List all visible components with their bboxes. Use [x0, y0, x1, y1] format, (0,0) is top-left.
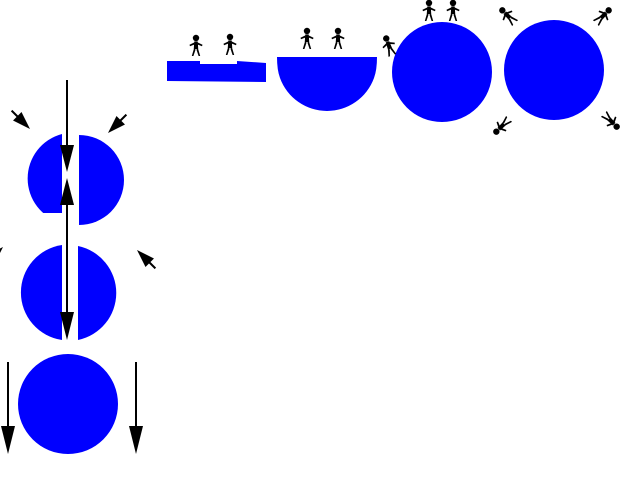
- person-icon: [599, 109, 624, 134]
- arrow-down-icon: [1, 426, 15, 454]
- person-icon: [422, 0, 436, 22]
- person-icon: [495, 3, 520, 28]
- person-icon: [489, 114, 514, 139]
- full-circle: [392, 22, 492, 122]
- whole-circle-bottom: [18, 354, 118, 454]
- person-icon: [189, 34, 203, 56]
- arrow-up-icon: [60, 178, 74, 205]
- top-row: [167, 0, 624, 139]
- center-arrows: [60, 80, 74, 340]
- arrow-diagonal-icon: [0, 247, 3, 264]
- circle-people-top-stage: [379, 0, 492, 122]
- split-circle-middle-left-half: [20, 245, 62, 340]
- split-circle-top: [27, 134, 124, 225]
- person-icon: [331, 27, 345, 49]
- arrow-diagonal-icon: [108, 116, 125, 133]
- circle-people-around-stage: [489, 3, 624, 139]
- split-circle-middle-right-half: [78, 246, 117, 340]
- full-circle: [504, 20, 604, 120]
- arrow-down-icon: [129, 426, 143, 454]
- split-circle-top-left-half: [27, 134, 63, 223]
- flat-slab-stage: [167, 33, 266, 82]
- person-icon: [300, 27, 314, 49]
- outer-arrows: [1, 362, 143, 454]
- person-icon: [379, 33, 399, 58]
- split-circle-middle: [20, 245, 117, 340]
- person-icon: [223, 33, 237, 55]
- inward-arrows: [0, 109, 157, 270]
- arrow-down-icon: [60, 312, 74, 340]
- person-icon: [446, 0, 460, 22]
- arrow-down-icon: [60, 145, 74, 172]
- arrow-diagonal-icon: [13, 112, 30, 129]
- half-disc-stage: [277, 27, 377, 111]
- flat-slab: [167, 61, 266, 82]
- left-column: [0, 80, 157, 454]
- half-disc: [277, 57, 377, 111]
- person-icon: [591, 3, 616, 28]
- split-circle-top-right-half: [79, 135, 124, 225]
